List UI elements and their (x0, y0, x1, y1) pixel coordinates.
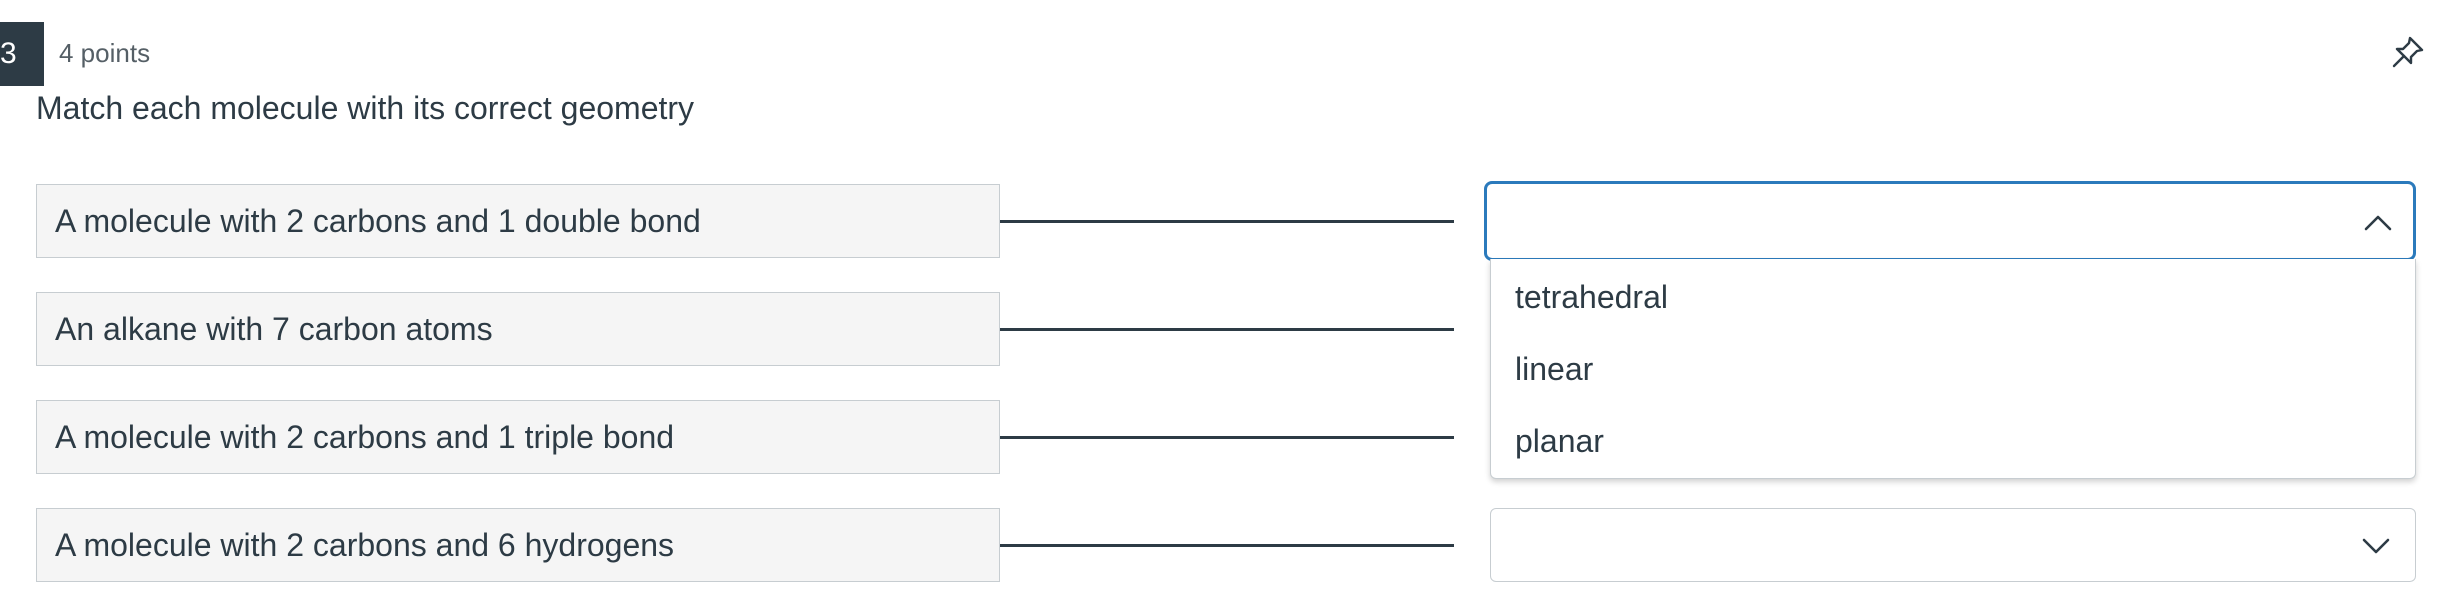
match-label: An alkane with 7 carbon atoms (36, 292, 1000, 366)
chevron-down-icon (2362, 538, 2390, 554)
pin-icon (2392, 36, 2424, 68)
geometry-select[interactable] (1490, 508, 2416, 582)
question-number-badge: 3 (0, 22, 44, 86)
question-prompt: Match each molecule with its correct geo… (36, 90, 695, 126)
match-connector (1000, 436, 1454, 439)
match-connector (1000, 220, 1454, 223)
question-number: 3 (0, 37, 17, 70)
geometry-select[interactable] (1484, 181, 2416, 261)
match-row: An alkane with 7 carbon atoms (36, 292, 2416, 368)
match-label: A molecule with 2 carbons and 6 hydrogen… (36, 508, 1000, 582)
match-row: A molecule with 2 carbons and 1 double b… (36, 181, 2416, 261)
pin-button[interactable] (2390, 34, 2426, 70)
dropdown-option-linear[interactable]: linear (1515, 351, 1594, 387)
geometry-dropdown-list: tetrahedral linear planar (1490, 259, 2416, 479)
match-connector (1000, 328, 1454, 331)
match-label: A molecule with 2 carbons and 1 triple b… (36, 400, 1000, 474)
dropdown-option-planar[interactable]: planar (1515, 423, 1604, 459)
question-points: 4 points (59, 38, 151, 68)
match-row: A molecule with 2 carbons and 1 triple b… (36, 400, 2416, 476)
match-label: A molecule with 2 carbons and 1 double b… (36, 184, 1000, 258)
match-connector (1000, 544, 1454, 547)
dropdown-option-tetrahedral[interactable]: tetrahedral (1515, 279, 1668, 315)
chevron-up-icon (2364, 215, 2392, 231)
match-row: A molecule with 2 carbons and 6 hydrogen… (36, 508, 2416, 584)
